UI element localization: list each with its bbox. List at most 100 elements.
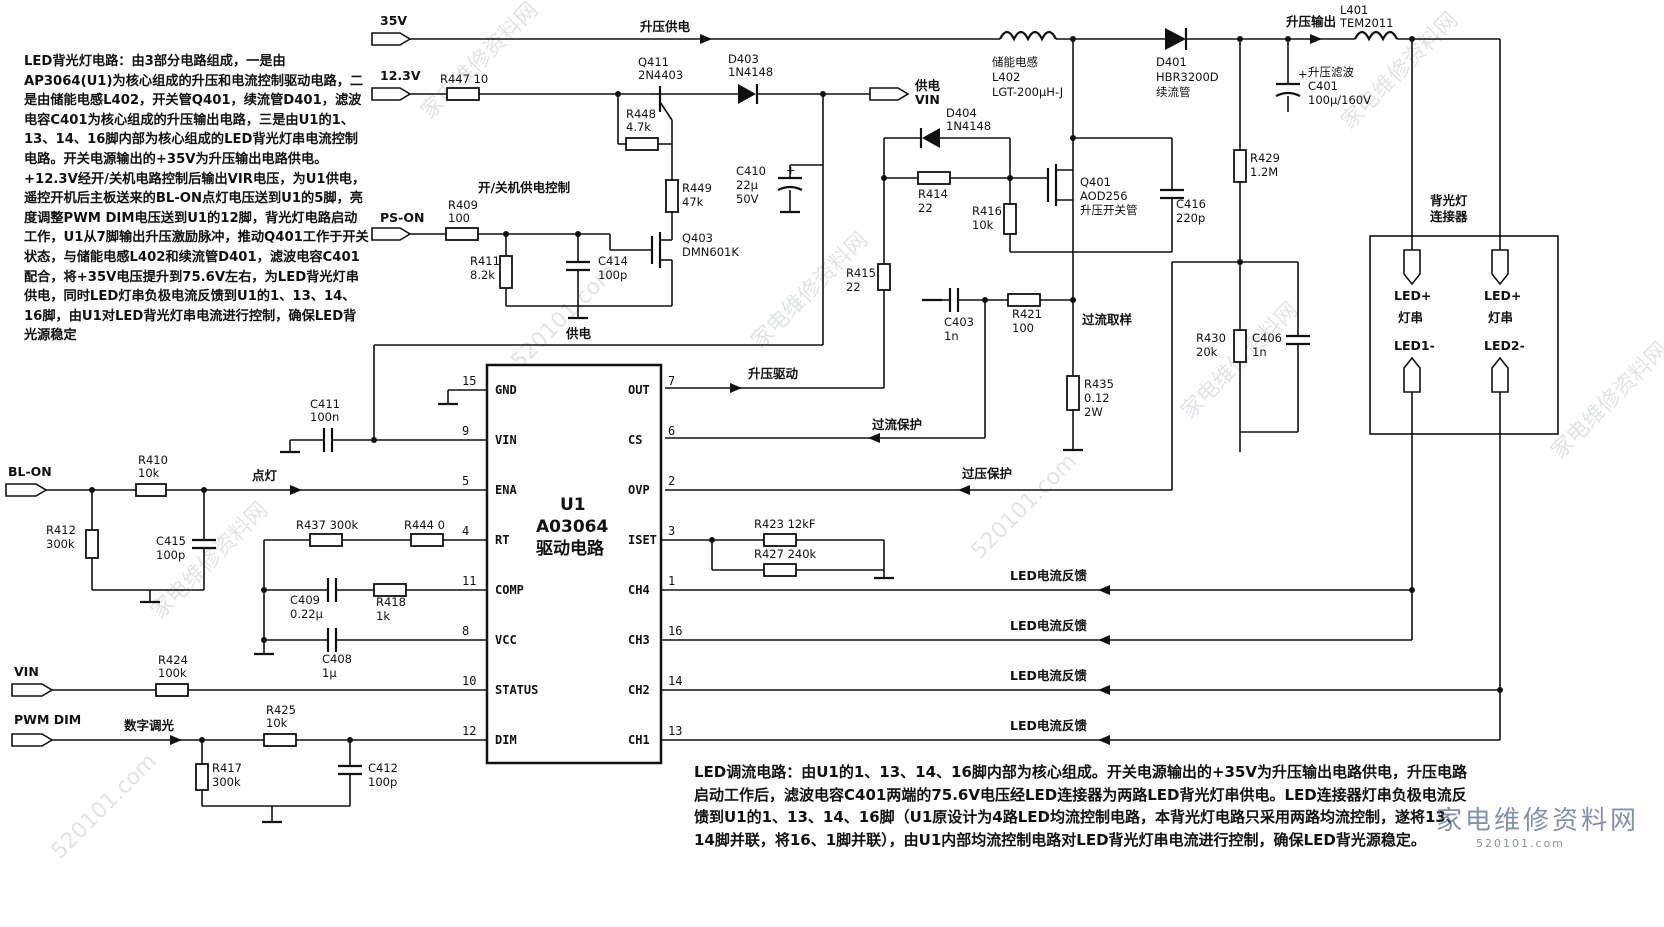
connector-title: 连接器 — [1430, 209, 1468, 224]
capacitor-c410-plate — [777, 185, 803, 191]
inductor-l401 — [1354, 30, 1398, 42]
label-l402-value: LGT-200μH-J — [992, 85, 1063, 99]
diode-d403 — [738, 84, 756, 104]
ic-pin-name: CH1 — [628, 733, 650, 747]
label-r424-ref: R424 — [158, 653, 188, 667]
label-c410-value: 22μ — [736, 178, 759, 192]
signal-label: 升压供电 — [640, 19, 691, 34]
label-r418-value: 1k — [376, 609, 390, 623]
resistor-r417 — [195, 763, 209, 791]
signal-label: 过流取样 — [1082, 312, 1133, 327]
ic-pin-number: 16 — [668, 624, 682, 638]
label-q411-ref: Q411 — [638, 55, 669, 69]
label-c409-value: 0.22μ — [290, 607, 324, 621]
description-paragraph: LED背光灯电路：由3部分电路组成，一是由AP3064(U1)为核心组成的升压和… — [24, 54, 364, 167]
arrow-icon — [958, 485, 970, 495]
ic-pin-name: DIM — [495, 733, 517, 747]
label-c401-value: 100μ/160V — [1308, 93, 1371, 107]
input-arrow-35v — [371, 32, 412, 46]
ic-pin-name: RT — [495, 533, 509, 547]
ic-pin-number: 14 — [668, 674, 682, 688]
ic-pin-number: 13 — [668, 724, 682, 738]
ic-pin-number: 9 — [462, 424, 469, 438]
label-r449-ref: R449 — [682, 181, 712, 195]
resistor-r424 — [155, 683, 189, 697]
ic-body — [485, 363, 663, 765]
label-r414-value: 22 — [918, 201, 933, 215]
watermark-text: 家电维修资料网 — [1547, 338, 1664, 465]
label-r430-value: 20k — [1196, 345, 1218, 359]
description-bottom: LED调流电路：由U1的1、13、14、16脚内部为核心组成。开关电源输出的+3… — [694, 761, 1474, 851]
ic-pin-name: CH3 — [628, 633, 650, 647]
connector-pin-label: LED+ — [1394, 288, 1431, 303]
ic-pin-name: OUT — [628, 383, 650, 397]
resistor-r409 — [445, 227, 479, 241]
input-label-pwm-dim: PWM DIM — [14, 712, 81, 727]
input-arrow-bl-on — [5, 483, 48, 497]
arrow-icon — [1310, 34, 1322, 44]
label-r430-ref: R430 — [1196, 331, 1226, 345]
label-c403-ref: C403 — [944, 315, 974, 329]
signal-label: LED电流反馈 — [1010, 668, 1087, 683]
label-c403-value: 1n — [944, 329, 959, 343]
resistor-r447 — [446, 87, 480, 101]
description-paragraph: LED调流电路：由U1的1、13、14、16脚内部为核心组成。开关电源输出的+3… — [694, 763, 1467, 849]
label-c408-ref: C408 — [322, 652, 352, 666]
polarity-plus: + — [1298, 67, 1308, 81]
connector-pin-label: LED+ — [1484, 288, 1521, 303]
input-arrow-vin — [11, 683, 54, 697]
label-q403-value: DMN601K — [682, 245, 739, 259]
ic-pin-name: GND — [495, 383, 517, 397]
label-c401-desc: 升压滤波 — [1308, 65, 1354, 79]
boost-supply-section: 35V 升压供电 储能电感 L402 LGT-200μH-J D401 HBR3… — [371, 3, 1501, 250]
input-label-35v: 35V — [380, 13, 407, 28]
label-r412-ref: R412 — [46, 523, 76, 537]
label-c415-value: 100p — [156, 548, 185, 562]
label-vin-out2: VIN — [915, 92, 940, 107]
arrow-icon — [1098, 685, 1110, 695]
resistor-r435 — [1066, 375, 1080, 411]
input-arrow-ps-on — [371, 227, 412, 241]
label-r417-value: 300k — [212, 775, 241, 789]
connector-pin-label: 灯串 — [1398, 310, 1423, 325]
label-d401-desc: 续流管 — [1156, 85, 1191, 99]
label-c412-value: 100p — [368, 775, 397, 789]
signal-label: 升压驱动 — [748, 366, 799, 381]
ic-pin-number: 12 — [462, 724, 476, 738]
label-c406-value: 1n — [1252, 345, 1267, 359]
label-c416-value: 220p — [1176, 211, 1205, 225]
arrow-icon — [1098, 735, 1110, 745]
label-r410-value: 10k — [138, 466, 160, 480]
signal-label: LED电流反馈 — [1010, 718, 1087, 733]
label-r429-value: 1.2M — [1250, 165, 1278, 179]
label-r425-ref: R425 — [266, 703, 296, 717]
signal-label: 过流保护 — [872, 417, 922, 432]
resistor-r430 — [1233, 329, 1247, 363]
resistor-r415 — [877, 263, 891, 291]
label-r416-value: 10k — [972, 218, 994, 232]
label-r435-power: 2W — [1084, 405, 1103, 419]
connector-pin-label: LED2- — [1484, 338, 1525, 353]
site-logo-url: 520101.com — [1476, 837, 1565, 850]
output-arrow-vin — [869, 87, 910, 101]
label-c415-ref: C415 — [156, 534, 186, 548]
signal-label: 供电 — [565, 326, 592, 341]
resistor-r437 — [309, 533, 343, 547]
transistor-q411-c — [659, 101, 673, 121]
ic-pin-name: STATUS — [495, 683, 538, 697]
backlight-connector: 背光灯 连接器 LED+ 灯串 LED1- LED+ 灯串 LED2- — [1369, 193, 1559, 740]
resistor-r444 — [410, 533, 444, 547]
resistor-r449 — [665, 179, 679, 213]
description-paragraph: +12.3V经开/关机电路控制后输出VIR电压，为U1供电，遥控开机后主板送来的… — [24, 171, 369, 344]
connector-pin-icon — [1403, 356, 1421, 393]
resistor-r429 — [1233, 149, 1247, 183]
diode-d404 — [922, 128, 940, 148]
switch-section: D404 1N4148 R414 22 R416 10k Q401 AOD256… — [665, 39, 1206, 452]
resistor-r414 — [917, 171, 951, 185]
right-networks: R423 12kF R427 240k LED电流反馈 LED电流反馈 LED电… — [661, 517, 1503, 745]
resistor-r448 — [625, 137, 659, 151]
connector-pin-icon — [1491, 356, 1509, 393]
